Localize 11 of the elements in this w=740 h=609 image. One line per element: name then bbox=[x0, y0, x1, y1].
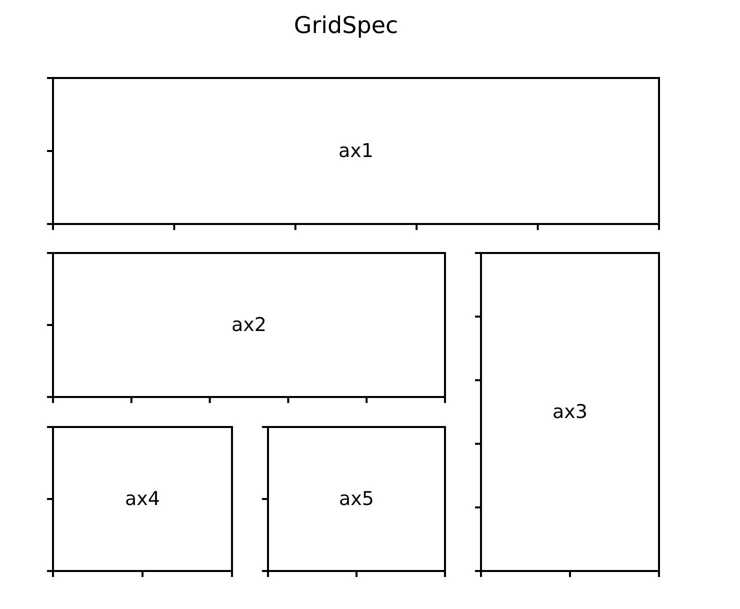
axes-label: ax4 bbox=[125, 490, 160, 508]
axes-box bbox=[480, 252, 660, 572]
axes-box bbox=[52, 426, 233, 572]
axes-label: ax5 bbox=[339, 490, 374, 508]
axes-label: ax2 bbox=[232, 316, 266, 334]
axes-box bbox=[52, 77, 660, 225]
figure-title: GridSpec bbox=[294, 15, 398, 38]
axes-label: ax3 bbox=[552, 402, 588, 422]
axes-label: ax1 bbox=[338, 142, 374, 160]
axes-box bbox=[52, 252, 446, 398]
axes-box bbox=[267, 426, 446, 572]
